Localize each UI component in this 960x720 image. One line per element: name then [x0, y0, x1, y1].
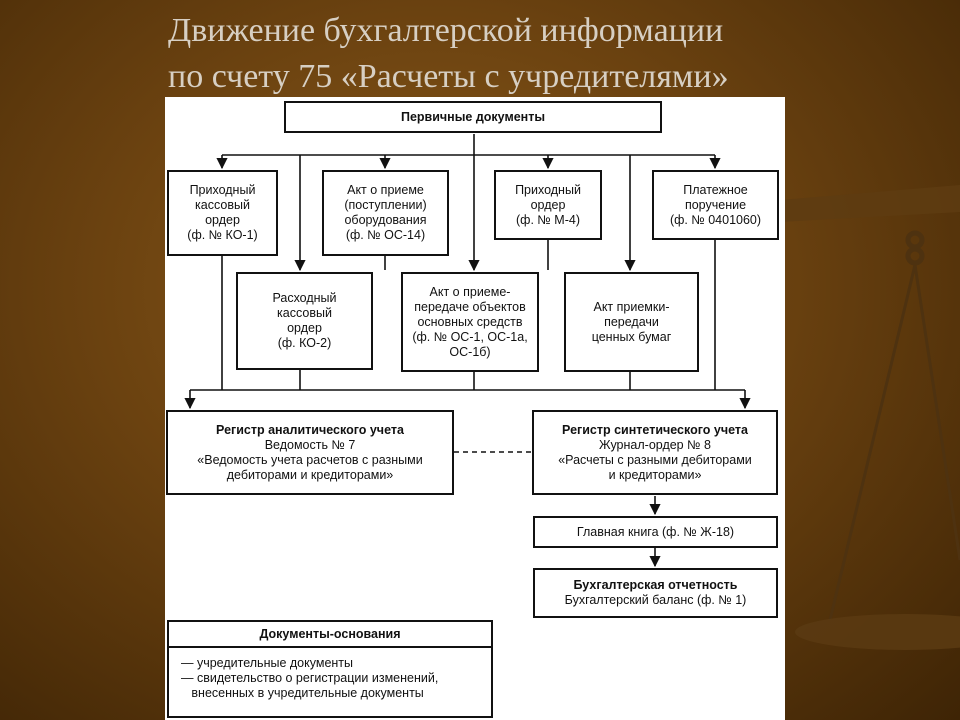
- register-line: Ведомость № 7: [264, 437, 356, 452]
- analytic-register-box: Регистр аналитического учета Ведомость №…: [166, 410, 454, 495]
- title-line-2: по счету 75 «Расчеты с учредителями»: [168, 58, 729, 95]
- doc-line: Расходный: [272, 291, 337, 305]
- basis-list: — учредительные документы — свидетельств…: [169, 656, 491, 701]
- doc-line: ордер: [530, 197, 566, 212]
- doc-line: Платежное: [683, 182, 748, 197]
- register-line: дебиторами и кредиторами»: [226, 467, 394, 482]
- doc-line: передаче объектов: [414, 299, 526, 314]
- title-line-1: Движение бухгалтерской информации: [168, 12, 724, 49]
- doc-line: ОС-1б): [449, 344, 491, 359]
- reporting-line: Бухгалтерский баланс (ф. № 1): [564, 593, 747, 607]
- doc-line: (ф. № КО-1): [187, 228, 258, 242]
- equipment-acceptance-act-box: Акт о приеме (поступлении) оборудования …: [322, 170, 449, 256]
- incoming-cash-order-box: Приходный кассовый ордер (ф. № КО-1): [167, 170, 278, 256]
- doc-line: Приходный: [189, 183, 256, 197]
- payment-order-box: Платежное поручение (ф. № 0401060): [652, 170, 779, 240]
- reporting-title: Бухгалтерская отчетность: [573, 578, 738, 592]
- register-line: «Ведомость учета расчетов с разными: [197, 452, 423, 467]
- outgoing-cash-order-box: Расходный кассовый ордер (ф. КО-2): [236, 272, 373, 370]
- doc-line: Акт о приеме-: [429, 284, 511, 299]
- doc-line: основных средств: [417, 314, 523, 329]
- doc-line: кассовый: [195, 198, 250, 212]
- doc-line: передачи: [604, 314, 659, 329]
- doc-line: Акт приемки-: [593, 299, 670, 314]
- list-item: — учредительные документы: [181, 656, 354, 670]
- doc-line: (ф. № 0401060): [669, 212, 762, 227]
- incoming-order-box: Приходный ордер (ф. № М-4): [494, 170, 602, 240]
- basis-documents-box: Документы-основания — учредительные доку…: [167, 620, 493, 718]
- doc-line: (ф. № М-4): [516, 212, 580, 227]
- doc-line: кассовый: [277, 306, 332, 320]
- register-line: и кредиторами»: [608, 467, 702, 482]
- register-title: Регистр синтетического учета: [562, 422, 748, 437]
- doc-line: (поступлении): [344, 198, 427, 212]
- fixed-assets-transfer-act-box: Акт о приеме- передаче объектов основных…: [401, 272, 539, 372]
- doc-line: поручение: [684, 197, 747, 212]
- doc-line: (ф. № ОС-1, ОС-1а,: [412, 329, 528, 344]
- doc-line: Акт о приеме: [347, 183, 424, 197]
- securities-transfer-act-box: Акт приемки- передачи ценных бумаг: [564, 272, 699, 372]
- doc-line: Приходный: [515, 182, 581, 197]
- list-item: внесенных в учредительные документы: [181, 686, 424, 700]
- ledger-label: Главная книга (ф. № Ж-18): [576, 524, 735, 539]
- general-ledger-box: Главная книга (ф. № Ж-18): [533, 516, 778, 548]
- reporting-box: Бухгалтерская отчетность Бухгалтерский б…: [533, 568, 778, 618]
- register-line: Журнал-ордер № 8: [599, 437, 711, 452]
- doc-line: (ф. КО-2): [277, 336, 332, 350]
- doc-line: оборудования: [344, 213, 427, 227]
- doc-line: ордер: [287, 321, 322, 335]
- primary-documents-label: Первичные документы: [400, 109, 545, 124]
- register-line: «Расчеты с разными дебиторами: [558, 452, 752, 467]
- synthetic-register-box: Регистр синтетического учета Журнал-орде…: [532, 410, 778, 495]
- list-item: — свидетельство о регистрации изменений,: [181, 671, 439, 685]
- doc-line: ордер: [205, 213, 240, 227]
- slide-title: Движение бухгалтерской информации по сче…: [168, 8, 868, 100]
- doc-line: (ф. № ОС-14): [345, 228, 426, 242]
- doc-line: ценных бумаг: [591, 329, 672, 344]
- basis-header: Документы-основания: [169, 622, 491, 648]
- register-title: Регистр аналитического учета: [216, 422, 404, 437]
- primary-documents-box: Первичные документы: [284, 101, 662, 133]
